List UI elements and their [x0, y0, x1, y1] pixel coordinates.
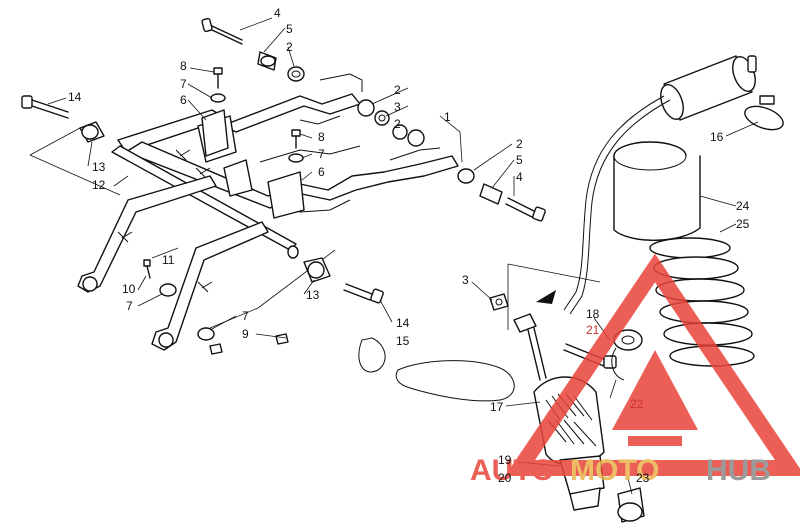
screw-10 [143, 259, 151, 279]
rear-arm-assembly [21, 17, 546, 355]
spacer-5-right [479, 183, 503, 205]
nut-9-left [209, 343, 223, 355]
callout-15: 15 [396, 334, 410, 348]
callout-2-top: 2 [286, 40, 293, 54]
callout-3-mid: 3 [394, 100, 401, 114]
callout-9: 9 [242, 327, 249, 341]
callout-2-mid: 2 [394, 83, 401, 97]
bushing-13-left [79, 121, 105, 143]
callout-4-top: 4 [274, 6, 281, 20]
callout-2-right: 2 [516, 137, 523, 151]
callout-6-top: 6 [180, 93, 187, 107]
callout-7-top: 7 [180, 77, 187, 91]
callout-21: 21 [586, 323, 600, 337]
nut-3-shock [489, 293, 509, 311]
callout-6-mid: 6 [318, 165, 325, 179]
callout-13-right: 13 [306, 288, 320, 302]
callout-8-mid: 8 [318, 130, 325, 144]
callout-7-lower: 7 [242, 309, 249, 323]
washer-7-top [210, 93, 226, 103]
callout-7-mid: 7 [318, 147, 325, 161]
washer-7-lower [197, 327, 215, 341]
automotohub-watermark-logo: AUTO MOTO HUB [470, 253, 800, 487]
bushing-13-right [303, 257, 331, 283]
callout-12: 12 [92, 178, 106, 192]
callout-14-right: 14 [396, 316, 410, 330]
callout-10: 10 [122, 282, 136, 296]
callout-18: 18 [586, 307, 600, 321]
reservoir-16 [660, 55, 784, 131]
callout-1: 1 [444, 110, 451, 124]
callout-25: 25 [736, 217, 750, 231]
callout-16: 16 [710, 130, 724, 144]
callout-14-left: 14 [68, 90, 82, 104]
callout-5-top: 5 [286, 22, 293, 36]
plate-6-top [201, 109, 229, 157]
callout-20: 20 [498, 471, 512, 485]
callout-13-left: 13 [92, 160, 106, 174]
callout-labels: 4 5 2 8 7 6 14 2 3 2 1 8 7 6 2 5 4 13 12… [68, 6, 750, 485]
callout-8-top: 8 [180, 59, 187, 73]
callout-2-mid-low: 2 [394, 117, 401, 131]
spring-boot-24 [613, 141, 701, 241]
direction-arrow [536, 290, 556, 304]
hose-15 [358, 337, 386, 373]
watermark-hub: HUB [706, 454, 771, 487]
callout-7-lower-left: 7 [126, 299, 133, 313]
callout-4-right: 4 [516, 170, 523, 184]
washer-7-mid [288, 153, 304, 163]
callout-22: 22 [630, 397, 644, 411]
bushing-23 [617, 487, 645, 523]
bolt-14-right [343, 283, 384, 304]
callout-5-right: 5 [516, 153, 523, 167]
bushing-2-right [457, 168, 475, 184]
bolt-4-right [505, 197, 546, 222]
watermark-moto: MOTO [570, 454, 659, 487]
shock-assembly [358, 55, 784, 523]
screw-8-mid [291, 129, 301, 149]
bushing-2-top [287, 66, 305, 82]
spacer-5-top [257, 51, 277, 71]
callout-23: 23 [636, 471, 650, 485]
washer-7-lower-left [159, 283, 177, 297]
screw-8-top [213, 67, 223, 89]
callout-11: 11 [162, 253, 175, 267]
watermark-auto: AUTO [470, 454, 554, 487]
nut-9-right [275, 333, 289, 345]
bushings-2-3-mid [357, 99, 425, 147]
bolt-4-top [201, 17, 243, 45]
callout-24: 24 [736, 199, 750, 213]
callout-17: 17 [490, 400, 504, 414]
callout-19: 19 [498, 453, 512, 467]
callout-3-shock: 3 [462, 273, 469, 287]
bolt-14-left [21, 95, 69, 119]
clip-22 [611, 347, 625, 381]
